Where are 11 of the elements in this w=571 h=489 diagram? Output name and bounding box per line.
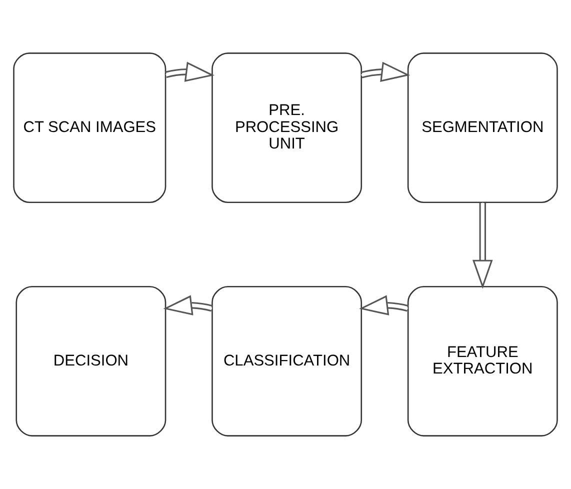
arrow [163, 295, 213, 316]
arrow [360, 62, 410, 82]
node-box: CLASSIFICATION [212, 286, 362, 436]
arrow [165, 62, 215, 82]
node-box: PRE. PROCESSING UNIT [212, 52, 362, 203]
node-box: SEGMENTATION [407, 52, 558, 203]
node-box: FEATURE EXTRACTION [407, 286, 558, 436]
node-box: CT SCAN IMAGES [13, 52, 166, 203]
arrow [359, 295, 409, 316]
node-box: DECISION [16, 286, 166, 436]
arrow [472, 202, 493, 289]
